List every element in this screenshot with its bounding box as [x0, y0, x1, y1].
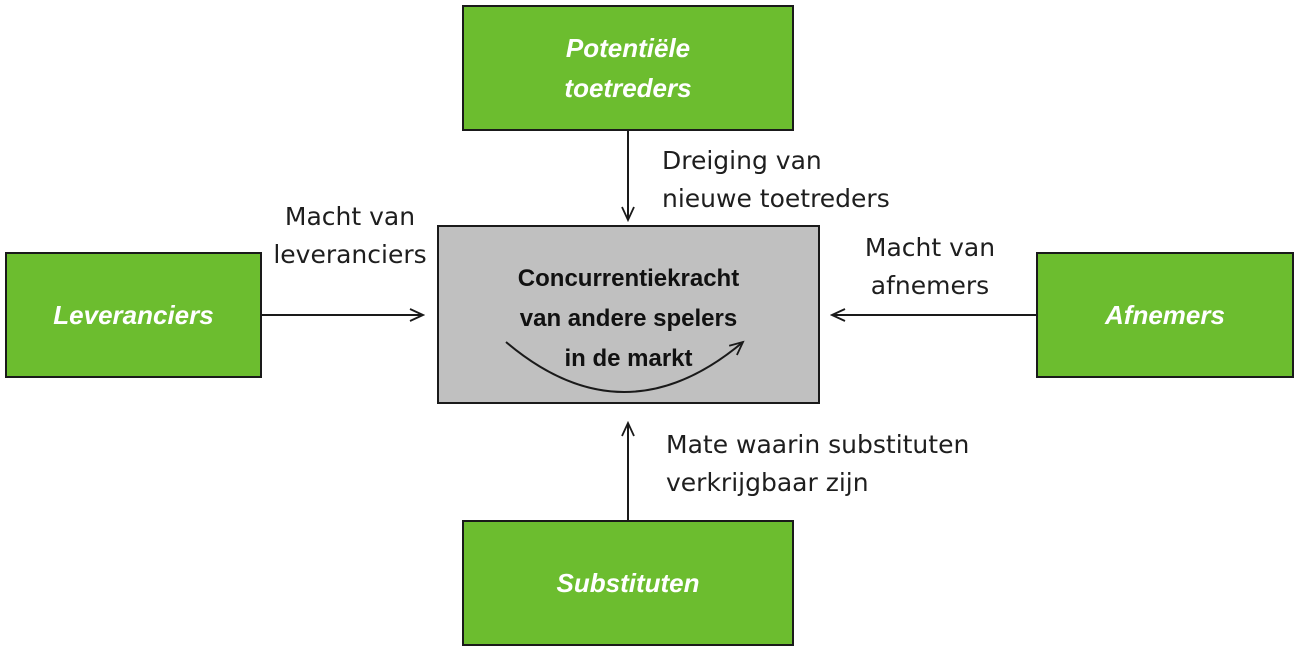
node-leveranciers: Leveranciers — [5, 252, 262, 378]
rivalry-curved-arrow — [505, 225, 820, 393]
node-concurrentiekracht: Concurrentiekracht van andere spelers in… — [437, 225, 820, 404]
node-afnemers: Afnemers — [1036, 252, 1294, 378]
node-substituten: Substituten — [462, 520, 794, 646]
edge-label-top: Dreiging van nieuwe toetreders — [662, 146, 890, 213]
node-afnemers-label: Afnemers — [1105, 300, 1225, 330]
node-potentiele-toetreders: Potentiële toetreders — [462, 5, 794, 131]
edge-label-right: Macht van afnemers — [864, 233, 996, 300]
node-concurrentiekracht-label: Concurrentiekracht van andere spelers in… — [517, 265, 740, 372]
node-potentiele-toetreders-label: Potentiële toetreders — [564, 33, 692, 103]
edge-label-left: Macht van leveranciers — [273, 202, 427, 269]
edge-label-bottom: Mate waarin substituten verkrijgbaar zij… — [666, 430, 970, 497]
node-leveranciers-label: Leveranciers — [53, 300, 214, 330]
node-substituten-label: Substituten — [556, 568, 700, 598]
